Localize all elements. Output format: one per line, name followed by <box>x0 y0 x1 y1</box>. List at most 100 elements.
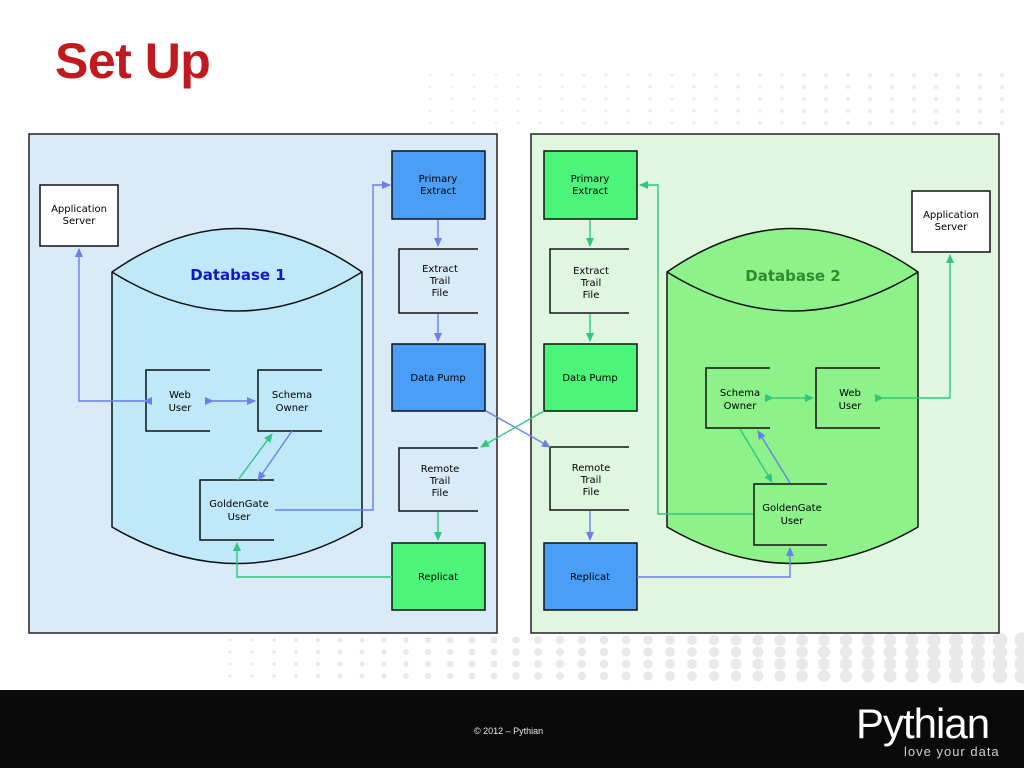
background-dot <box>621 647 631 657</box>
database-2-label: Database 2 <box>745 267 841 285</box>
background-dot <box>228 662 232 666</box>
background-dot <box>516 109 520 113</box>
background-dot <box>1014 656 1024 672</box>
background-dot <box>621 671 631 681</box>
background-dot <box>758 85 762 89</box>
background-dot <box>970 644 986 660</box>
background-dot <box>294 674 298 678</box>
background-dot <box>577 659 587 669</box>
background-dot <box>883 645 897 659</box>
background-dot <box>927 645 941 659</box>
background-dot <box>450 121 454 125</box>
background-dot <box>665 671 675 681</box>
background-dot <box>599 647 609 657</box>
background-dot <box>381 661 387 667</box>
background-dot <box>692 73 696 77</box>
background-dot <box>889 120 895 126</box>
arrow-schema-owner-to-goldengate-right <box>739 428 773 483</box>
arrow-goldengate-to-primary-extract-right <box>639 181 753 515</box>
background-dot <box>758 109 762 113</box>
background-dot <box>927 669 941 683</box>
background-dot <box>534 660 542 668</box>
background-dot <box>359 649 365 655</box>
background-dot <box>905 669 919 683</box>
background-dot <box>446 648 454 656</box>
background-dot <box>446 636 454 644</box>
arrow-data-pump-right-to-remote-trail-left <box>480 410 545 448</box>
background-dot <box>534 636 542 644</box>
background-dot <box>949 645 963 659</box>
background-dot <box>538 85 542 89</box>
background-dot <box>450 97 454 101</box>
background-dot <box>228 650 232 654</box>
background-dot <box>839 645 853 659</box>
background-dot <box>752 646 764 658</box>
background-dot <box>648 97 652 101</box>
background-dot <box>643 671 653 681</box>
background-dot <box>736 97 740 101</box>
background-dot <box>538 121 542 125</box>
background-dot <box>648 121 652 125</box>
background-dot <box>977 120 983 126</box>
background-dot <box>883 633 897 647</box>
background-dot <box>315 661 321 667</box>
background-dot <box>403 673 409 679</box>
background-dot <box>949 669 963 683</box>
background-dot <box>1014 644 1024 660</box>
background-dot <box>472 109 476 113</box>
background-dot <box>512 648 520 656</box>
arrow-goldengate-to-schema-owner-left <box>237 433 273 481</box>
background-dot <box>905 657 919 671</box>
background-dot <box>425 661 431 667</box>
background-dot <box>752 670 764 682</box>
arrow-schema-owner-to-goldengate-left <box>257 430 293 481</box>
right-replicat: Replicat <box>543 542 638 611</box>
arrow-goldengate-to-primary-extract-left <box>275 181 391 511</box>
background-dot <box>818 634 830 646</box>
background-dot <box>294 650 298 654</box>
background-dot <box>621 635 631 645</box>
background-dot <box>714 85 718 89</box>
background-dot <box>560 109 564 113</box>
background-dot <box>839 657 853 671</box>
arrow-web-user-to-app-server-left <box>75 248 152 405</box>
background-dot <box>889 84 895 90</box>
background-dot <box>577 647 587 657</box>
background-dot <box>1014 668 1024 684</box>
background-dot <box>450 109 454 113</box>
background-dot <box>468 636 476 644</box>
background-dot <box>970 668 986 684</box>
background-dot <box>736 73 740 77</box>
background-dot <box>272 650 276 654</box>
background-dot <box>538 73 542 77</box>
background-dot <box>315 673 321 679</box>
pythian-logo: Pythian <box>856 700 990 747</box>
background-dot <box>905 645 919 659</box>
arrow-data-pump-left-to-remote-trail-right <box>485 410 551 448</box>
background-dot <box>494 73 498 77</box>
slide-title: Set Up <box>55 33 211 89</box>
background-dot <box>516 73 520 77</box>
background-dot <box>927 633 941 647</box>
right-replicat-label: Replicat <box>570 572 610 583</box>
background-dot <box>824 121 828 125</box>
background-dot <box>425 637 431 643</box>
background-dot <box>582 97 586 101</box>
background-dot <box>468 648 476 656</box>
background-dot <box>845 72 851 78</box>
background-dot <box>294 638 298 642</box>
background-dot <box>556 660 564 668</box>
background-dot <box>708 646 720 658</box>
background-dot <box>490 660 498 668</box>
background-dot <box>359 661 365 667</box>
background-dot <box>512 672 520 680</box>
